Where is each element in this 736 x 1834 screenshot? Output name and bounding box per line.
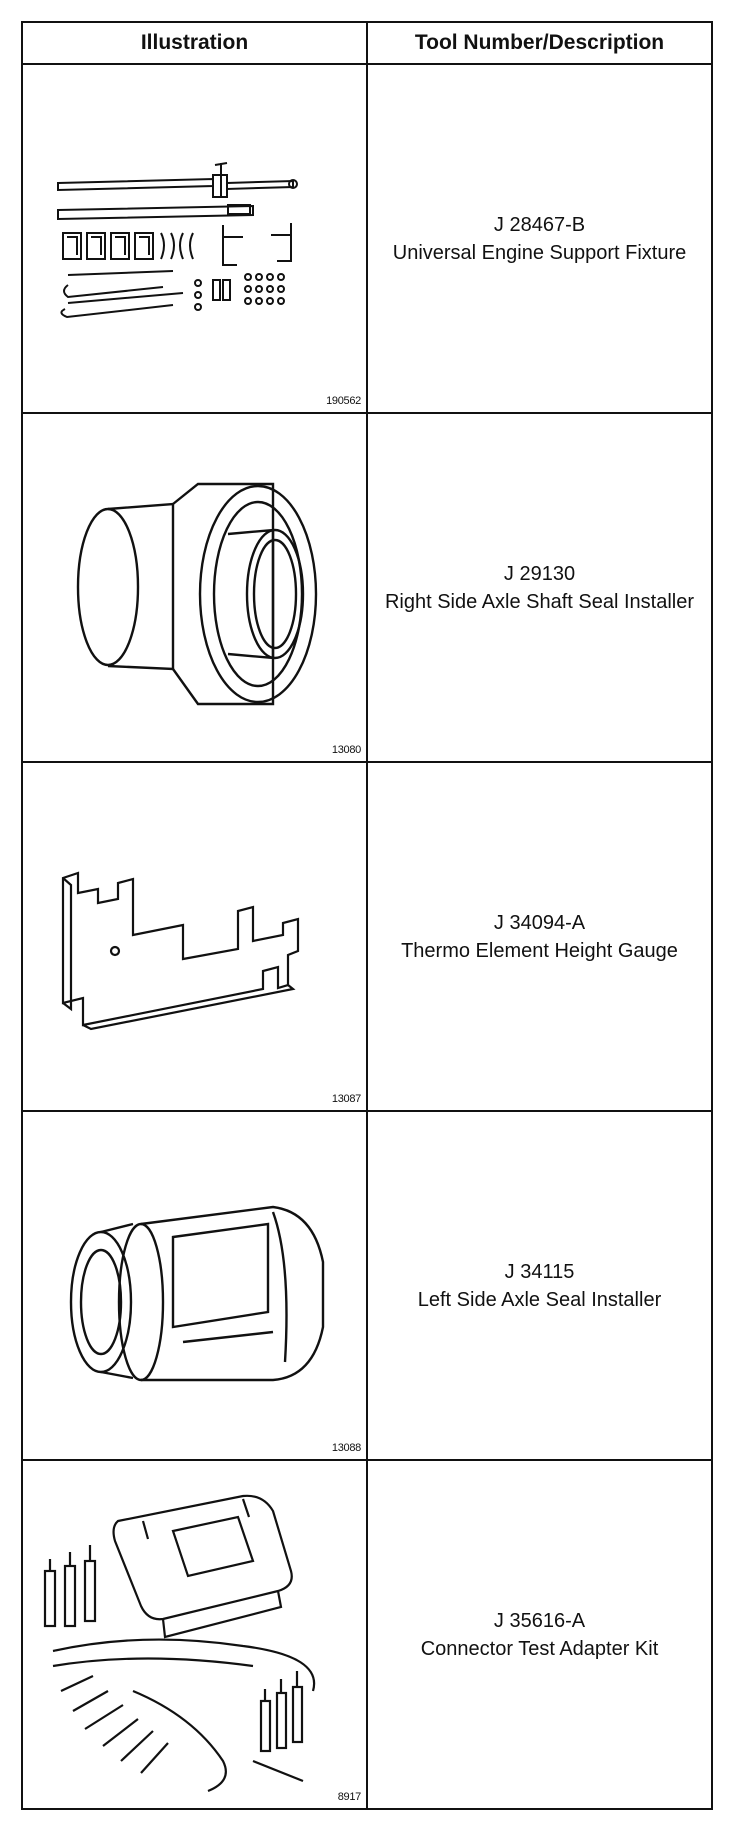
tool-description: Connector Test Adapter Kit: [420, 1637, 659, 1660]
tool-description: Universal Engine Support Fixture: [392, 241, 687, 264]
table-row: 13080 J 29130 Right Side Axle Shaft Seal…: [21, 412, 713, 763]
tool-cell: J 34094-A Thermo Element Height Gauge: [366, 761, 713, 1112]
axle-seal-installer-icon: [76, 482, 318, 706]
illustration-cell: 190562: [21, 63, 368, 414]
table-row: 190562 J 28467-B Universal Engine Suppor…: [21, 63, 713, 414]
tool-header: Tool Number/Description: [366, 21, 713, 65]
table-row: 13087 J 34094-A Thermo Element Height Ga…: [21, 761, 713, 1112]
tool-number: J 29130: [503, 562, 576, 585]
tool-description: Left Side Axle Seal Installer: [417, 1288, 662, 1311]
height-gauge-icon: [61, 871, 300, 1031]
tool-cell: J 28467-B Universal Engine Support Fixtu…: [366, 63, 713, 414]
table-row: 13088 J 34115 Left Side Axle Seal Instal…: [21, 1110, 713, 1461]
tool-number: J 34094-A: [493, 911, 586, 934]
engine-support-fixture-icon: [57, 162, 298, 319]
axle-seal-installer-icon: [69, 1205, 325, 1382]
figure-number: 13080: [331, 744, 361, 756]
illustration-header: Illustration: [21, 21, 368, 65]
illustration-cell: 13087: [21, 761, 368, 1112]
header-row: Illustration Tool Number/Description: [21, 21, 713, 65]
figure-number: 13087: [331, 1093, 361, 1105]
figure-number: 13088: [331, 1442, 361, 1454]
illustration-cell: 13080: [21, 412, 368, 763]
tool-cell: J 35616-A Connector Test Adapter Kit: [366, 1459, 713, 1810]
table-row: 8917 J 35616-A Connector Test Adapter Ki…: [21, 1459, 713, 1810]
illustration-cell: 13088: [21, 1110, 368, 1461]
figure-number: 8917: [337, 1791, 362, 1803]
tool-number: J 28467-B: [493, 213, 586, 236]
tool-number: J 34115: [504, 1260, 575, 1283]
tool-cell: J 34115 Left Side Axle Seal Installer: [366, 1110, 713, 1461]
tool-number: J 35616-A: [493, 1609, 586, 1632]
illustration-cell: 8917: [21, 1459, 368, 1810]
tool-description: Right Side Axle Shaft Seal Installer: [384, 590, 695, 613]
test-adapter-kit-icon: [43, 1494, 316, 1793]
figure-number: 190562: [326, 395, 361, 407]
tool-description: Thermo Element Height Gauge: [401, 939, 678, 962]
tool-cell: J 29130 Right Side Axle Shaft Seal Insta…: [366, 412, 713, 763]
special-tools-table: Illustration Tool Number/Description: [21, 21, 713, 1810]
